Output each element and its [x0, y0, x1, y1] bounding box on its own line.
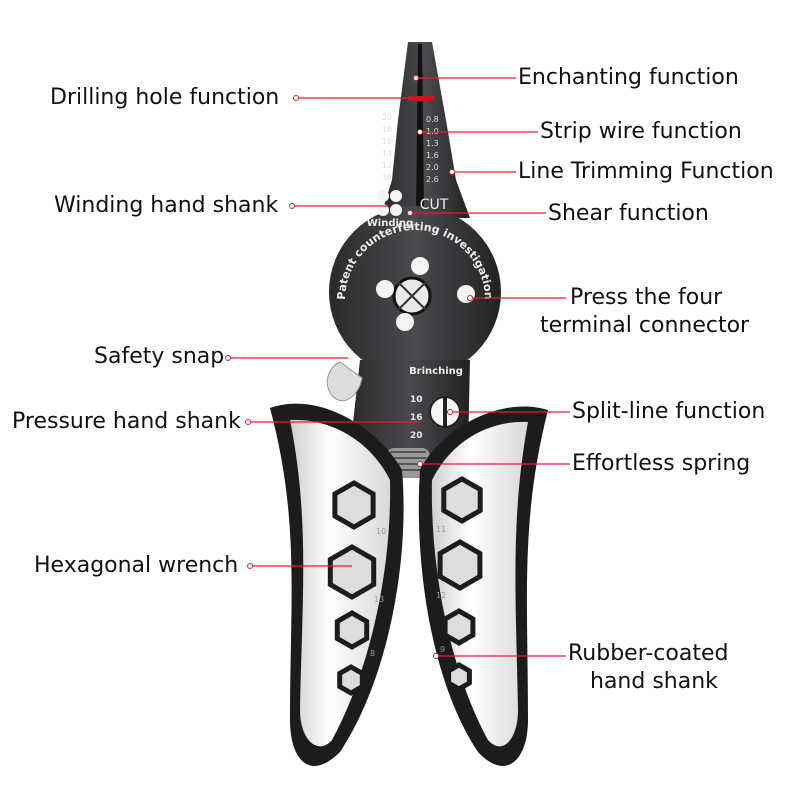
ptr-rubber-dot	[433, 653, 439, 659]
label-hexagonal-wrench: Hexagonal wrench	[34, 553, 239, 578]
label-drilling-hole: Drilling hole function	[50, 85, 280, 110]
crimp-size-markings: 10 16 20	[410, 395, 423, 441]
ptr-line-trimming-dot	[449, 169, 455, 175]
hex-socket	[441, 476, 483, 524]
hex-size-label: 9	[440, 645, 445, 654]
ptr-shear-dot	[407, 210, 413, 216]
ptr-drilling-hole-dot	[293, 95, 299, 101]
right-handle-white	[431, 421, 528, 747]
ptr-hexagonal-dot	[247, 563, 253, 569]
safety-snap	[326, 361, 363, 402]
ptr-safety-snap-dot	[225, 355, 231, 361]
hex-size-label: 13	[374, 595, 384, 604]
label-pressure-hand-shank: Pressure hand shank	[12, 409, 241, 434]
gauge-awg-label: 16	[382, 137, 392, 146]
drilling-hole-mark	[408, 96, 434, 101]
hex-socket	[332, 480, 376, 530]
hex-size-label: 10	[376, 527, 386, 536]
jaw-slit	[416, 44, 424, 210]
brinching-marking: Brinching	[409, 366, 463, 377]
gauge-awg-label: 14	[382, 149, 392, 158]
hex-socket	[437, 539, 483, 591]
hex-socket	[446, 662, 472, 692]
gauge-awg-label: 20	[382, 113, 392, 122]
ptr-press-four-dot	[467, 295, 473, 301]
label-strip-wire: Strip wire function	[540, 119, 742, 144]
jaw-tip	[380, 42, 470, 218]
gauge-mm-label: 2.6	[426, 175, 439, 184]
pivot-hole-right	[457, 285, 475, 303]
label-line-trimming: Line Trimming Function	[518, 159, 774, 184]
gauge-awg-label: 10	[382, 173, 392, 182]
hex-size-label: 11	[436, 525, 446, 534]
winding-hole-2	[390, 190, 402, 202]
label-shear: Shear function	[548, 201, 709, 226]
winding-hole-4	[390, 204, 402, 216]
hex-size-label: 8	[370, 649, 375, 658]
split-line-slot	[443, 398, 447, 426]
gauge-awg-label: 12	[382, 161, 392, 170]
ptr-winding-dot	[289, 203, 295, 209]
label-split-line: Split-line function	[572, 399, 766, 424]
label-effortless-spring: Effortless spring	[572, 451, 751, 476]
label-winding-hand-shank: Winding hand shank	[54, 193, 279, 218]
label-press-four-line1: Press the four	[570, 285, 723, 310]
ptr-strip-wire-dot	[417, 129, 423, 135]
label-rubber-coated-line1: Rubber-coated	[568, 641, 729, 666]
gauge-mm-label: 1.3	[426, 139, 439, 148]
ptr-spring-dot	[417, 461, 423, 467]
cut-marking: CUT	[420, 197, 449, 213]
pivot-hole-top	[411, 257, 429, 275]
gauge-awg-label: 18	[382, 125, 392, 134]
hex-socket	[327, 544, 377, 600]
hex-socket	[442, 608, 476, 646]
hex-socket	[334, 610, 370, 650]
winding-hole-3	[377, 204, 389, 216]
winding-marking: Winding	[367, 218, 413, 229]
winding-hole-1	[377, 190, 389, 202]
pivot-hole-bottom	[396, 313, 414, 331]
hex-socket	[337, 664, 365, 696]
gauge-mm-label: 0.8	[426, 115, 439, 124]
pointer-lines	[225, 75, 570, 659]
hex-size-label: 12	[436, 591, 446, 600]
label-safety-snap: Safety snap	[94, 344, 225, 369]
pivot-hole-left	[376, 280, 394, 298]
crimp-size-label: 10	[410, 395, 423, 405]
hex-size-markings: 10 13 8 11 12 9	[370, 525, 446, 658]
gauge-mm-label: 2.0	[426, 163, 439, 172]
gauge-mm-label: 1.6	[426, 151, 439, 160]
crimp-size-label: 20	[410, 431, 423, 441]
hex-wrench-group	[327, 476, 483, 696]
crimp-size-label: 16	[410, 413, 423, 423]
label-rubber-coated-line2: hand shank	[590, 669, 718, 694]
ptr-pressure-dot	[245, 419, 251, 425]
label-press-four-line2: terminal connector	[540, 313, 750, 338]
ptr-split-line-dot	[447, 409, 453, 415]
crimp-cross	[397, 281, 427, 311]
label-enchanting: Enchanting function	[518, 65, 739, 90]
ptr-enchanting-dot	[413, 75, 419, 81]
